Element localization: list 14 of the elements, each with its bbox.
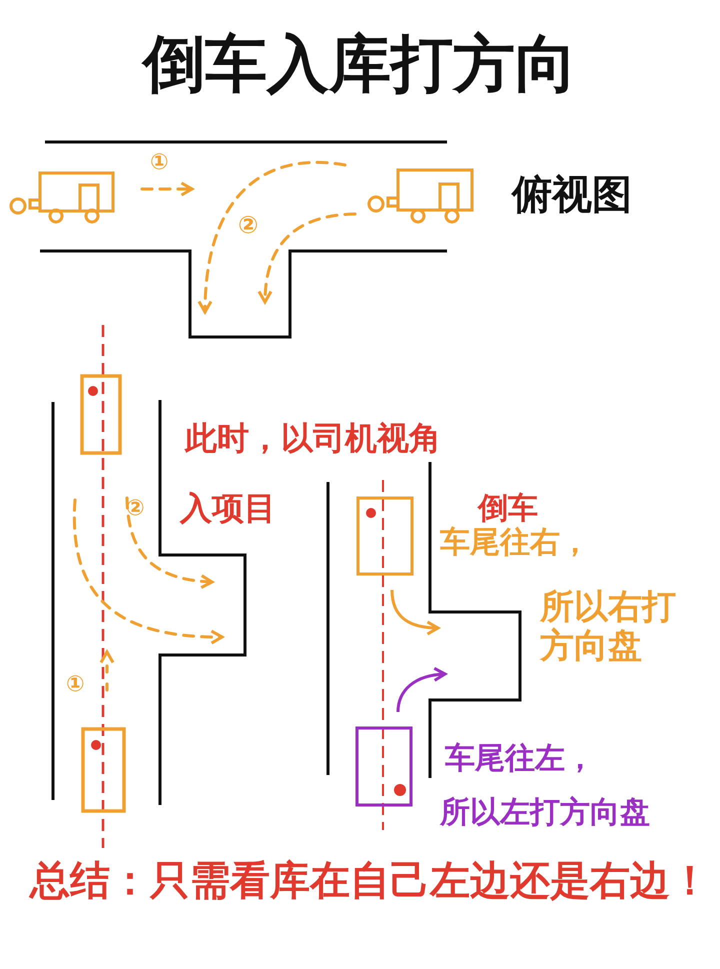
note-text: 车尾往右， <box>440 526 590 560</box>
step-number: ① <box>66 672 85 698</box>
view-label: 俯视图 <box>512 172 632 218</box>
note-text: 车尾往左， <box>445 742 595 776</box>
step-number: ② <box>126 496 145 522</box>
step-number: ② <box>238 212 258 240</box>
step-number: ① <box>150 150 169 176</box>
note-text: 此时，以司机视角 <box>185 420 441 457</box>
title: 倒车入库打方向 <box>140 26 578 102</box>
note-text: 倒车 <box>478 492 538 526</box>
summary-text: 总结：只需看库在自己左边还是右边！ <box>30 858 710 904</box>
note-text: 所以右打方向盘 <box>540 588 677 666</box>
note-text: 所以左打方向盘 <box>440 796 650 830</box>
note-text: 入项目 <box>180 490 276 527</box>
